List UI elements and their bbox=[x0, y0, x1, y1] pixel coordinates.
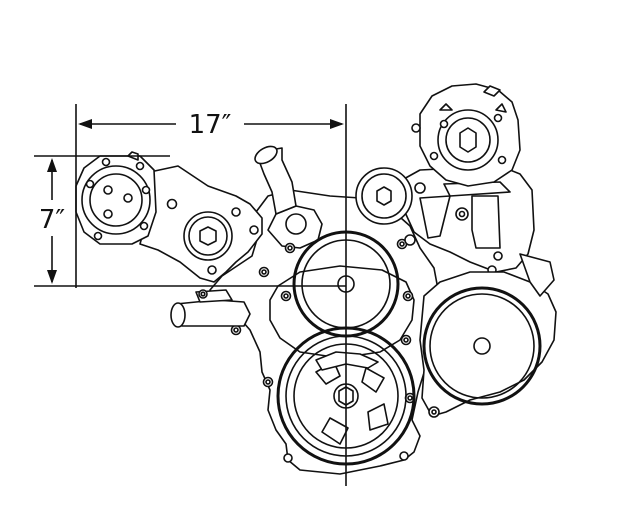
width-dimension-label: 17″ bbox=[189, 110, 232, 140]
alternator-bracket bbox=[401, 165, 535, 275]
upper-hose-outlet bbox=[254, 145, 297, 215]
height-dimension-label: 7″ bbox=[39, 205, 66, 235]
cover-bolts bbox=[230, 238, 416, 463]
alternator bbox=[411, 83, 521, 187]
dimension-7-inch: 7″ bbox=[34, 155, 346, 287]
ac-compressor-area bbox=[419, 253, 557, 418]
dimension-17-inch: 17″ bbox=[75, 104, 347, 486]
power-steering-pump bbox=[75, 151, 157, 245]
lower-hose-outlet bbox=[170, 289, 251, 328]
idler-pulley-left bbox=[183, 211, 233, 261]
idler-pulley-top bbox=[355, 167, 413, 225]
